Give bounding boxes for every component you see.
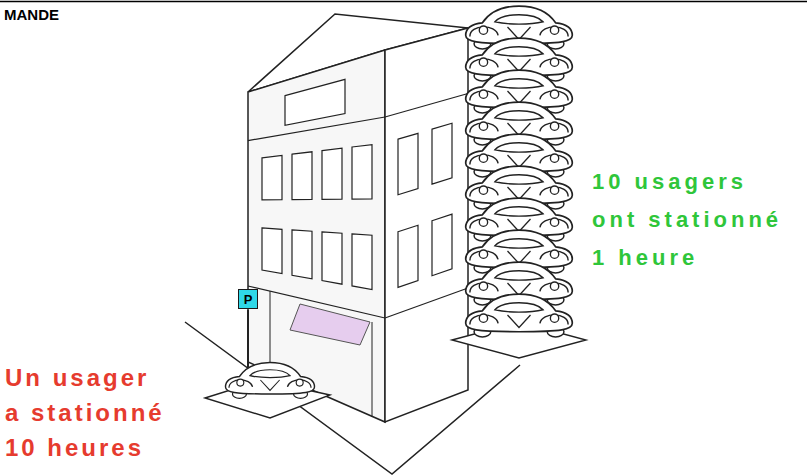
green-caption: 10 usagers ont stationné 1 heure: [592, 163, 785, 277]
heading-title: MANDE: [4, 6, 59, 23]
sign-letter: P: [244, 293, 253, 306]
parking-sign: P: [238, 289, 258, 309]
red-caption: Un usager a stationné 10 heures: [5, 360, 167, 465]
